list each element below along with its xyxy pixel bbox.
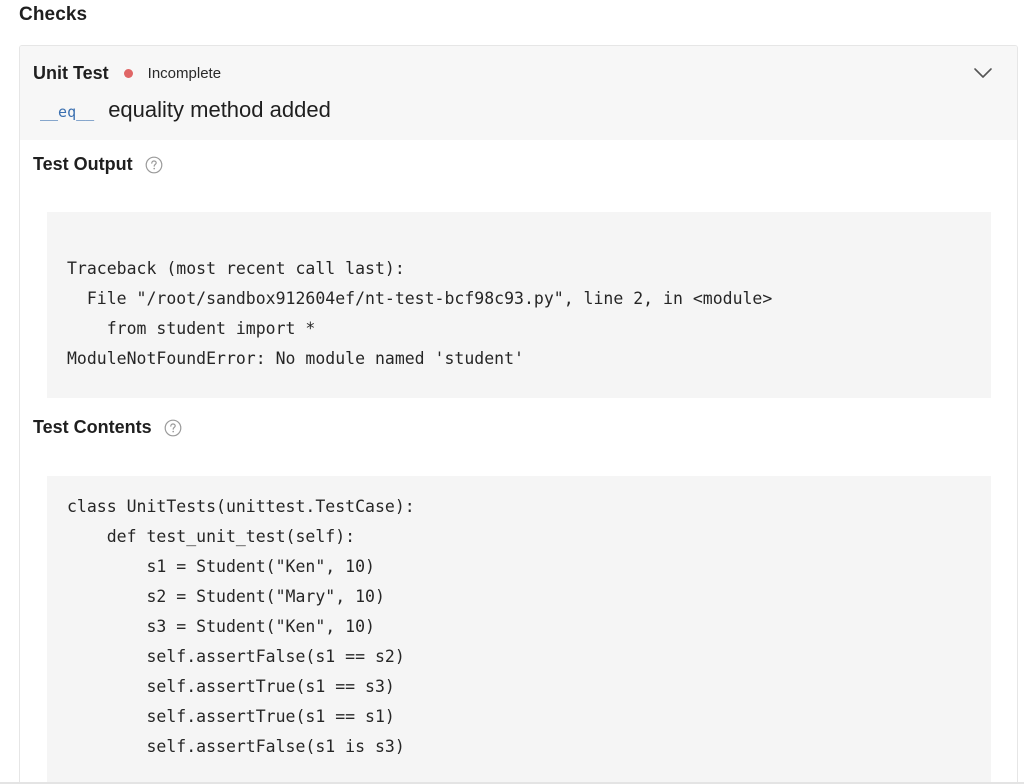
check-card-header[interactable]: Unit Test Incomplete __eq__ equality met… bbox=[20, 46, 1017, 140]
check-subtitle-row: __eq__ equality method added bbox=[40, 97, 331, 123]
check-title: Unit Test bbox=[33, 63, 109, 83]
code-line: from student import * bbox=[67, 319, 316, 338]
check-title-row: Unit Test Incomplete bbox=[33, 63, 221, 84]
code-line: s3 = Student("Ken", 10) bbox=[67, 617, 375, 636]
code-line: self.assertFalse(s1 == s2) bbox=[67, 647, 405, 666]
test-output-code: Traceback (most recent call last): File … bbox=[47, 212, 991, 398]
bottom-divider bbox=[0, 782, 1024, 784]
code-line: class UnitTests(unittest.TestCase): bbox=[67, 497, 415, 516]
test-contents-code: class UnitTests(unittest.TestCase): def … bbox=[47, 476, 991, 784]
code-line: def test_unit_test(self): bbox=[67, 527, 356, 546]
question-circle-icon[interactable] bbox=[164, 419, 182, 437]
page-title: Checks bbox=[19, 4, 88, 25]
code-line: File "/root/sandbox912604ef/nt-test-bcf9… bbox=[67, 289, 773, 308]
test-output-heading: Test Output bbox=[33, 154, 163, 175]
method-code-tag: __eq__ bbox=[40, 103, 95, 121]
status-dot-icon bbox=[123, 69, 133, 78]
status-badge: Incomplete bbox=[147, 65, 222, 82]
test-contents-title: Test Contents bbox=[33, 417, 152, 437]
chevron-down-icon[interactable] bbox=[973, 66, 993, 80]
code-line: s2 = Student("Mary", 10) bbox=[67, 587, 385, 606]
code-line: Traceback (most recent call last): bbox=[67, 259, 405, 278]
code-line: ModuleNotFoundError: No module named 'st… bbox=[67, 349, 524, 368]
code-line: self.assertTrue(s1 == s3) bbox=[67, 677, 395, 696]
code-line: s1 = Student("Ken", 10) bbox=[67, 557, 375, 576]
check-description: equality method added bbox=[108, 97, 331, 122]
question-circle-icon[interactable] bbox=[145, 156, 163, 174]
code-line: self.assertFalse(s1 is s3) bbox=[67, 737, 405, 756]
test-output-title: Test Output bbox=[33, 154, 133, 174]
check-card: Unit Test Incomplete __eq__ equality met… bbox=[19, 45, 1018, 784]
code-line: self.assertTrue(s1 == s1) bbox=[67, 707, 395, 726]
test-contents-heading: Test Contents bbox=[33, 417, 182, 438]
